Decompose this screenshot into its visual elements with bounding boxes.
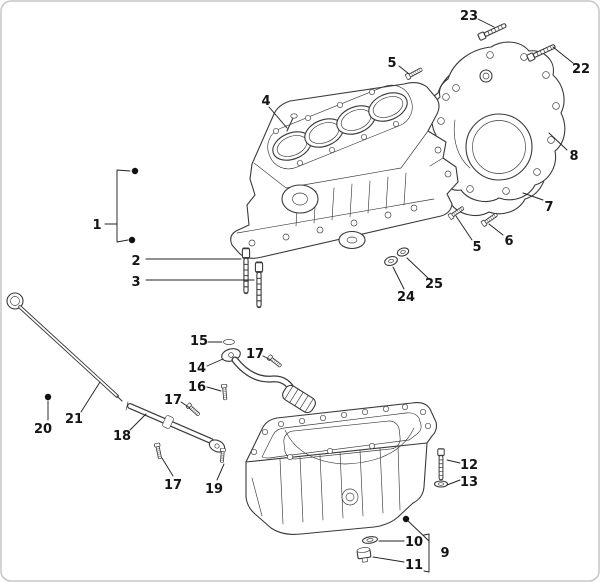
screw-17c xyxy=(153,442,164,460)
callout-17c: 17 xyxy=(164,478,182,493)
callout-17a: 17 xyxy=(246,347,264,362)
callout-8: 8 xyxy=(569,149,578,164)
callout-labels: 23 22 5 8 7 6 5 4 1 2 3 25 24 15 17 14 1… xyxy=(34,9,590,573)
callout-15: 15 xyxy=(190,334,208,349)
cylinder-bores xyxy=(272,92,408,161)
fasteners xyxy=(153,21,557,563)
assembly-dot-1b xyxy=(128,236,136,244)
callout-17b: 17 xyxy=(164,393,182,408)
dipstick-guide-tube xyxy=(125,401,226,453)
screw-17b xyxy=(185,402,202,418)
callout-5-top: 5 xyxy=(387,56,396,71)
callout-23: 23 xyxy=(460,9,478,24)
nut-25 xyxy=(396,247,410,257)
oil-pan xyxy=(245,402,438,535)
washer-13 xyxy=(433,480,449,488)
callout-16: 16 xyxy=(188,380,206,395)
pan-flange-holes xyxy=(250,403,432,461)
callout-9: 9 xyxy=(440,546,449,561)
assembly-dot-1a xyxy=(131,167,139,175)
callout-19: 19 xyxy=(205,482,223,497)
callout-3: 3 xyxy=(131,275,140,290)
rear-cover-plate xyxy=(431,41,566,202)
callout-leaders xyxy=(44,18,574,573)
screw-16 xyxy=(220,383,229,401)
crankcase-flange-holes xyxy=(248,204,418,247)
bolt-2 xyxy=(241,247,251,295)
drain-washer-10 xyxy=(362,536,378,544)
deck-stud xyxy=(286,113,298,132)
pickup-strainer xyxy=(282,384,316,414)
callout-7: 7 xyxy=(544,200,553,215)
head-bolt-holes xyxy=(273,89,399,166)
dipstick xyxy=(6,292,123,402)
retaining-clip xyxy=(223,339,235,345)
callout-22: 22 xyxy=(572,62,590,77)
callout-11: 11 xyxy=(405,558,423,573)
callout-21: 21 xyxy=(65,412,83,427)
screw-19 xyxy=(218,447,226,464)
callout-24: 24 xyxy=(397,290,415,305)
bolt-12 xyxy=(437,448,445,481)
callout-18: 18 xyxy=(113,429,131,444)
screw-17a xyxy=(266,354,283,369)
callout-13: 13 xyxy=(460,475,478,490)
callout-12: 12 xyxy=(460,458,478,473)
callout-10: 10 xyxy=(405,535,423,550)
bolt-3 xyxy=(254,261,264,309)
callout-1: 1 xyxy=(92,218,101,233)
callout-25: 25 xyxy=(425,277,443,292)
washer-24 xyxy=(384,255,398,267)
callout-20: 20 xyxy=(34,422,52,437)
engine-block xyxy=(230,81,459,259)
screw-23 xyxy=(477,21,508,42)
callout-14: 14 xyxy=(188,361,206,376)
oil-pickup-tube xyxy=(221,339,316,414)
callout-5-bottom: 5 xyxy=(472,240,481,255)
drain-plug-11 xyxy=(356,547,372,563)
assembly-dot-20 xyxy=(44,393,52,401)
callout-4: 4 xyxy=(261,94,270,109)
callout-6: 6 xyxy=(504,234,513,249)
callout-2: 2 xyxy=(131,254,140,269)
assembly-dot-9 xyxy=(402,515,410,523)
